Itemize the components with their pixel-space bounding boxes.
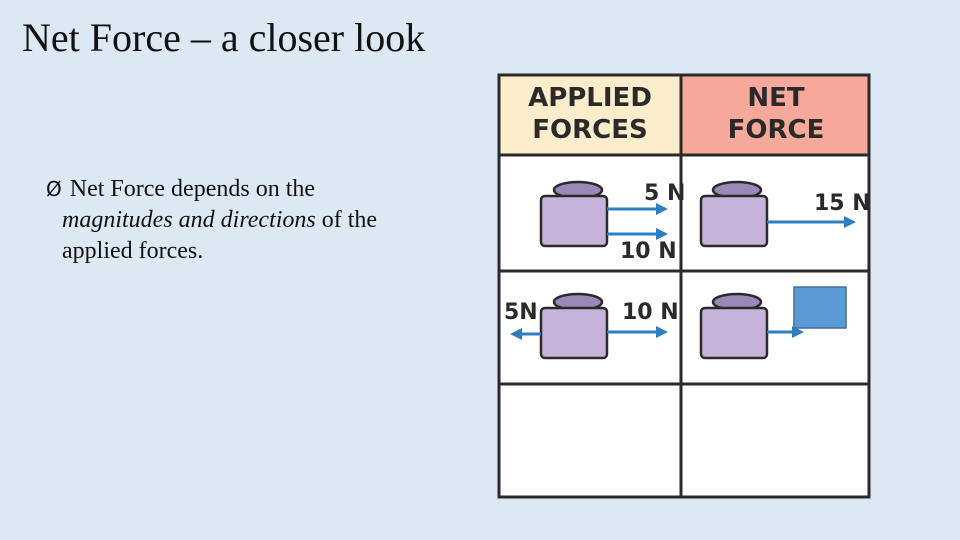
bullet-lead-text: Net Force depends on the [69, 176, 316, 202]
arrow-bullet-icon: Ø [46, 177, 62, 201]
arrow-left-icon [510, 328, 541, 340]
net-force-answer-box [793, 286, 847, 329]
bullet-emphasis: magnitudes and directions [62, 207, 316, 233]
bullet-line-2: magnitudes and directions of the [46, 205, 466, 236]
net-header-line2: FORCE [728, 115, 825, 145]
applied-force-label: 5N [504, 300, 538, 325]
applied-header-line1: APPLIED [528, 83, 652, 113]
net-header-line1: NET [747, 83, 805, 113]
arrow-right-icon [767, 326, 804, 338]
bullet-after-emphasis: of the [315, 207, 378, 233]
applied-force-label: 10 N [622, 300, 679, 325]
bullet-point: Ø Net Force depends on the magnitudes an… [46, 174, 466, 267]
arrow-right-icon [767, 216, 856, 228]
slide-title: Net Force – a closer look [22, 15, 426, 60]
applied-header-cell [499, 75, 681, 155]
arrow-right-icon [607, 228, 668, 240]
applied-force-label: 5 N [644, 181, 685, 206]
applied-force-label: 10 N [620, 239, 677, 264]
bullet-line-3: applied forces. [62, 238, 204, 264]
weight-icon [539, 180, 609, 248]
net-force-label: 15 N [814, 191, 871, 216]
applied-header-line2: FORCES [532, 115, 647, 145]
arrow-right-icon [607, 326, 668, 338]
arrow-right-icon [607, 203, 668, 215]
table-grid [497, 73, 871, 499]
force-table: APPLIED FORCES NET FORCE 5 N 10 N 15 N [496, 72, 872, 500]
weight-icon [539, 292, 609, 360]
net-header-cell [681, 75, 869, 155]
